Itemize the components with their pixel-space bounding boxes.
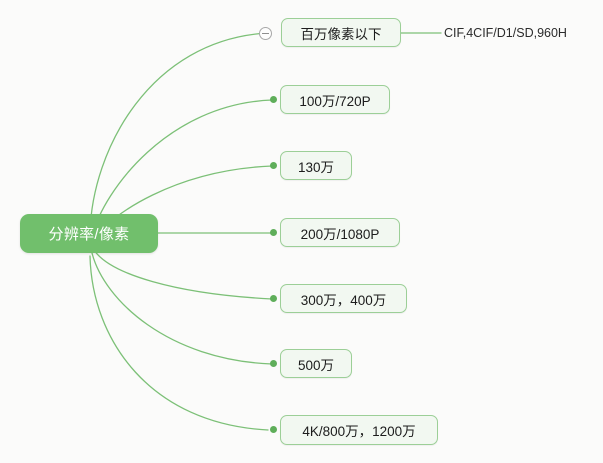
- root-node[interactable]: 分辨率/像素: [20, 214, 158, 253]
- child-node-3[interactable]: 130万: [280, 151, 352, 180]
- child-node-6[interactable]: 500万: [280, 349, 352, 378]
- leaf-label-1: CIF,4CIF/D1/SD,960H: [444, 26, 567, 40]
- connector-dot-3: [270, 162, 277, 169]
- child-node-5-label: 300万，400万: [300, 292, 387, 308]
- child-node-4[interactable]: 200万/1080P: [280, 218, 400, 247]
- connector-dot-4: [270, 229, 277, 236]
- child-node-1-label: 百万像素以下: [300, 26, 382, 42]
- connector-dot-2: [270, 96, 277, 103]
- child-node-7[interactable]: 4K/800万，1200万: [280, 415, 438, 445]
- child-node-6-label: 500万: [297, 357, 335, 373]
- connector-dot-5: [270, 295, 277, 302]
- connector-dot-6: [270, 360, 277, 367]
- collapse-toggle-minus-circle-icon[interactable]: [259, 27, 272, 40]
- child-node-1[interactable]: 百万像素以下: [281, 18, 401, 47]
- child-node-7-label: 4K/800万，1200万: [302, 424, 416, 439]
- root-node-label: 分辨率/像素: [48, 226, 130, 243]
- branch-curve-7: [89, 255, 269, 431]
- branch-curve-1: [89, 32, 268, 234]
- child-node-2[interactable]: 100万/720P: [280, 85, 390, 114]
- branch-curve-5: [93, 249, 273, 300]
- child-node-2-label: 100万/720P: [299, 93, 371, 109]
- connector-dot-7: [270, 426, 277, 433]
- branch-curve-6: [91, 252, 273, 365]
- child-node-3-label: 130万: [297, 159, 335, 175]
- child-node-4-label: 200万/1080P: [300, 226, 380, 242]
- child-node-5[interactable]: 300万，400万: [280, 284, 407, 313]
